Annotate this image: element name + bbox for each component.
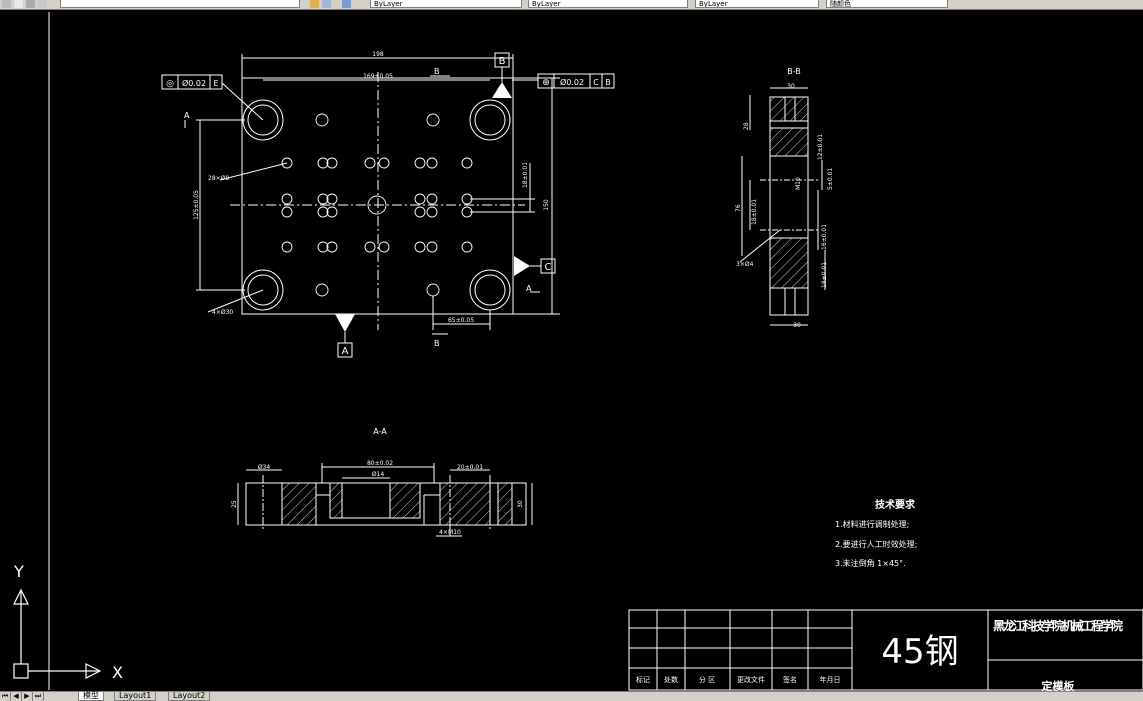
section-bb-dim-right3: 16±0.01 (821, 224, 828, 250)
layer-manager-icon[interactable] (322, 0, 331, 8)
material-label: 45钢 (881, 632, 958, 672)
layer-state-icon[interactable] (26, 0, 35, 8)
layer-dropdown[interactable] (60, 0, 300, 8)
holes-note: 28×Ø8 (208, 175, 229, 182)
section-marker-a-top: A (184, 111, 190, 120)
section-bb-dim-left4: 3×Ø4 (736, 261, 754, 268)
section-bb-dim-top: 30 (787, 83, 795, 90)
section-aa-title: A-A (373, 427, 387, 436)
tb-header-zone: 分 区 (699, 675, 715, 684)
tol-concentric-symbol: ◎ (166, 79, 174, 89)
section-bb-dim-bottom: 30 (793, 322, 801, 329)
dim-bottom-offset: 65±0.05 (448, 317, 474, 324)
next-tab-icon[interactable]: ▶ (22, 692, 33, 701)
title-block (628, 609, 1143, 691)
tol-position-value: Ø0.02 (560, 77, 584, 87)
layer-prev-icon[interactable] (38, 0, 47, 8)
color-icon[interactable] (14, 0, 23, 8)
tol-position-datum-b: B (605, 78, 611, 87)
make-current-icon[interactable] (310, 0, 319, 8)
datum-symbols (335, 52, 556, 358)
properties-toolbar: ByLayer ByLayer ByLayer 随颜色 (0, 0, 1143, 10)
last-tab-icon[interactable]: ⏭ (33, 692, 44, 701)
drawing-canvas[interactable]: B C A ◎ Ø0.02 E ⊕ Ø0.02 C B 198 169±0.05… (0, 10, 1143, 691)
section-aa-dim-left: Ø34 (258, 464, 271, 471)
tb-header-count: 处数 (664, 675, 678, 684)
section-bb-dim-mid: M10 (795, 177, 802, 190)
section-bb-dim-right4: 12±0.01 (817, 134, 824, 160)
section-bb-title: B-B (787, 67, 801, 76)
ucs-icon (13, 588, 102, 679)
tech-req-title: 技术要求 (875, 498, 916, 511)
section-aa-dim-height-left: 25 (231, 500, 238, 508)
color-dropdown[interactable]: ByLayer (370, 0, 522, 8)
section-bb-dim-left2: 18±0.01 (751, 199, 758, 225)
datum-c-label: C (545, 262, 552, 273)
tb-header-change: 更改文件 (737, 675, 765, 684)
section-aa-dim-mid: Ø14 (372, 471, 385, 478)
tol-position-symbol: ⊕ (542, 78, 550, 88)
section-aa-dim-top: 80±0.02 (367, 460, 393, 467)
datum-a-label: A (342, 346, 349, 357)
section-marker-b-bottom: B (434, 339, 440, 348)
dim-right-height: 150 (543, 199, 550, 211)
tech-req-item-1: 1.材料进行调制处理; (835, 519, 909, 529)
first-tab-icon[interactable]: ⏮ (0, 692, 11, 701)
dim-right-small: 18±0.01 (522, 162, 529, 188)
tb-header-date: 年月日 (820, 675, 841, 684)
section-bb-dim-right1: 5±0.01 (827, 168, 834, 190)
tech-req-item-3: 3.未注倒角 1×45°. (835, 558, 906, 568)
lineweight-dropdown[interactable]: ByLayer (695, 0, 819, 8)
tech-req-item-2: 2.要进行人工时效处理; (835, 539, 917, 549)
plotstyle-dropdown[interactable]: 随颜色 (826, 0, 948, 8)
tb-header-sign: 签名 (783, 675, 797, 684)
dim-left-vertical: 125±0.05 (193, 190, 200, 220)
ucs-x-label: X (112, 663, 123, 682)
concentricity-frame (161, 74, 223, 90)
part-name-label: 定模板 (1042, 679, 1076, 691)
tol-position-datum-c: C (593, 78, 599, 87)
section-aa-dim-bottom: 4×M10 (439, 529, 461, 536)
plan-view (184, 54, 560, 335)
datum-b-label: B (499, 56, 506, 67)
section-bb-dim-left3: 76 (735, 204, 742, 212)
section-marker-b-top: B (434, 67, 440, 76)
section-bb-dim-right2: 18±0.01 (821, 262, 828, 288)
dim-top-overall: 198 (372, 51, 384, 58)
prev-tab-icon[interactable]: ◀ (11, 692, 22, 701)
section-marker-a-bottom: A (526, 284, 532, 293)
tol-concentric-datum: E (213, 79, 218, 88)
section-bb-dim-left1: 28 (743, 122, 750, 130)
section-aa-dim-height-right: 30 (517, 500, 524, 508)
tol-concentric-value: Ø0.02 (182, 78, 206, 88)
ucs-y-label: Y (13, 562, 24, 581)
section-aa-view (237, 463, 533, 537)
dim-top-inner: 169±0.05 (363, 73, 393, 80)
linetype-dropdown[interactable]: ByLayer (528, 0, 688, 8)
corner-note: 4×Ø30 (212, 309, 233, 316)
school-label: 黑龙江科技学院机械工程学院 (993, 618, 1123, 633)
position-frame (537, 73, 615, 89)
tb-header-mark: 标记 (636, 675, 650, 684)
section-bb-view (739, 87, 826, 326)
section-aa-dim-right: 20±0.01 (457, 464, 483, 471)
layer-icon[interactable] (2, 0, 11, 8)
layer-match-icon[interactable] (342, 0, 351, 8)
